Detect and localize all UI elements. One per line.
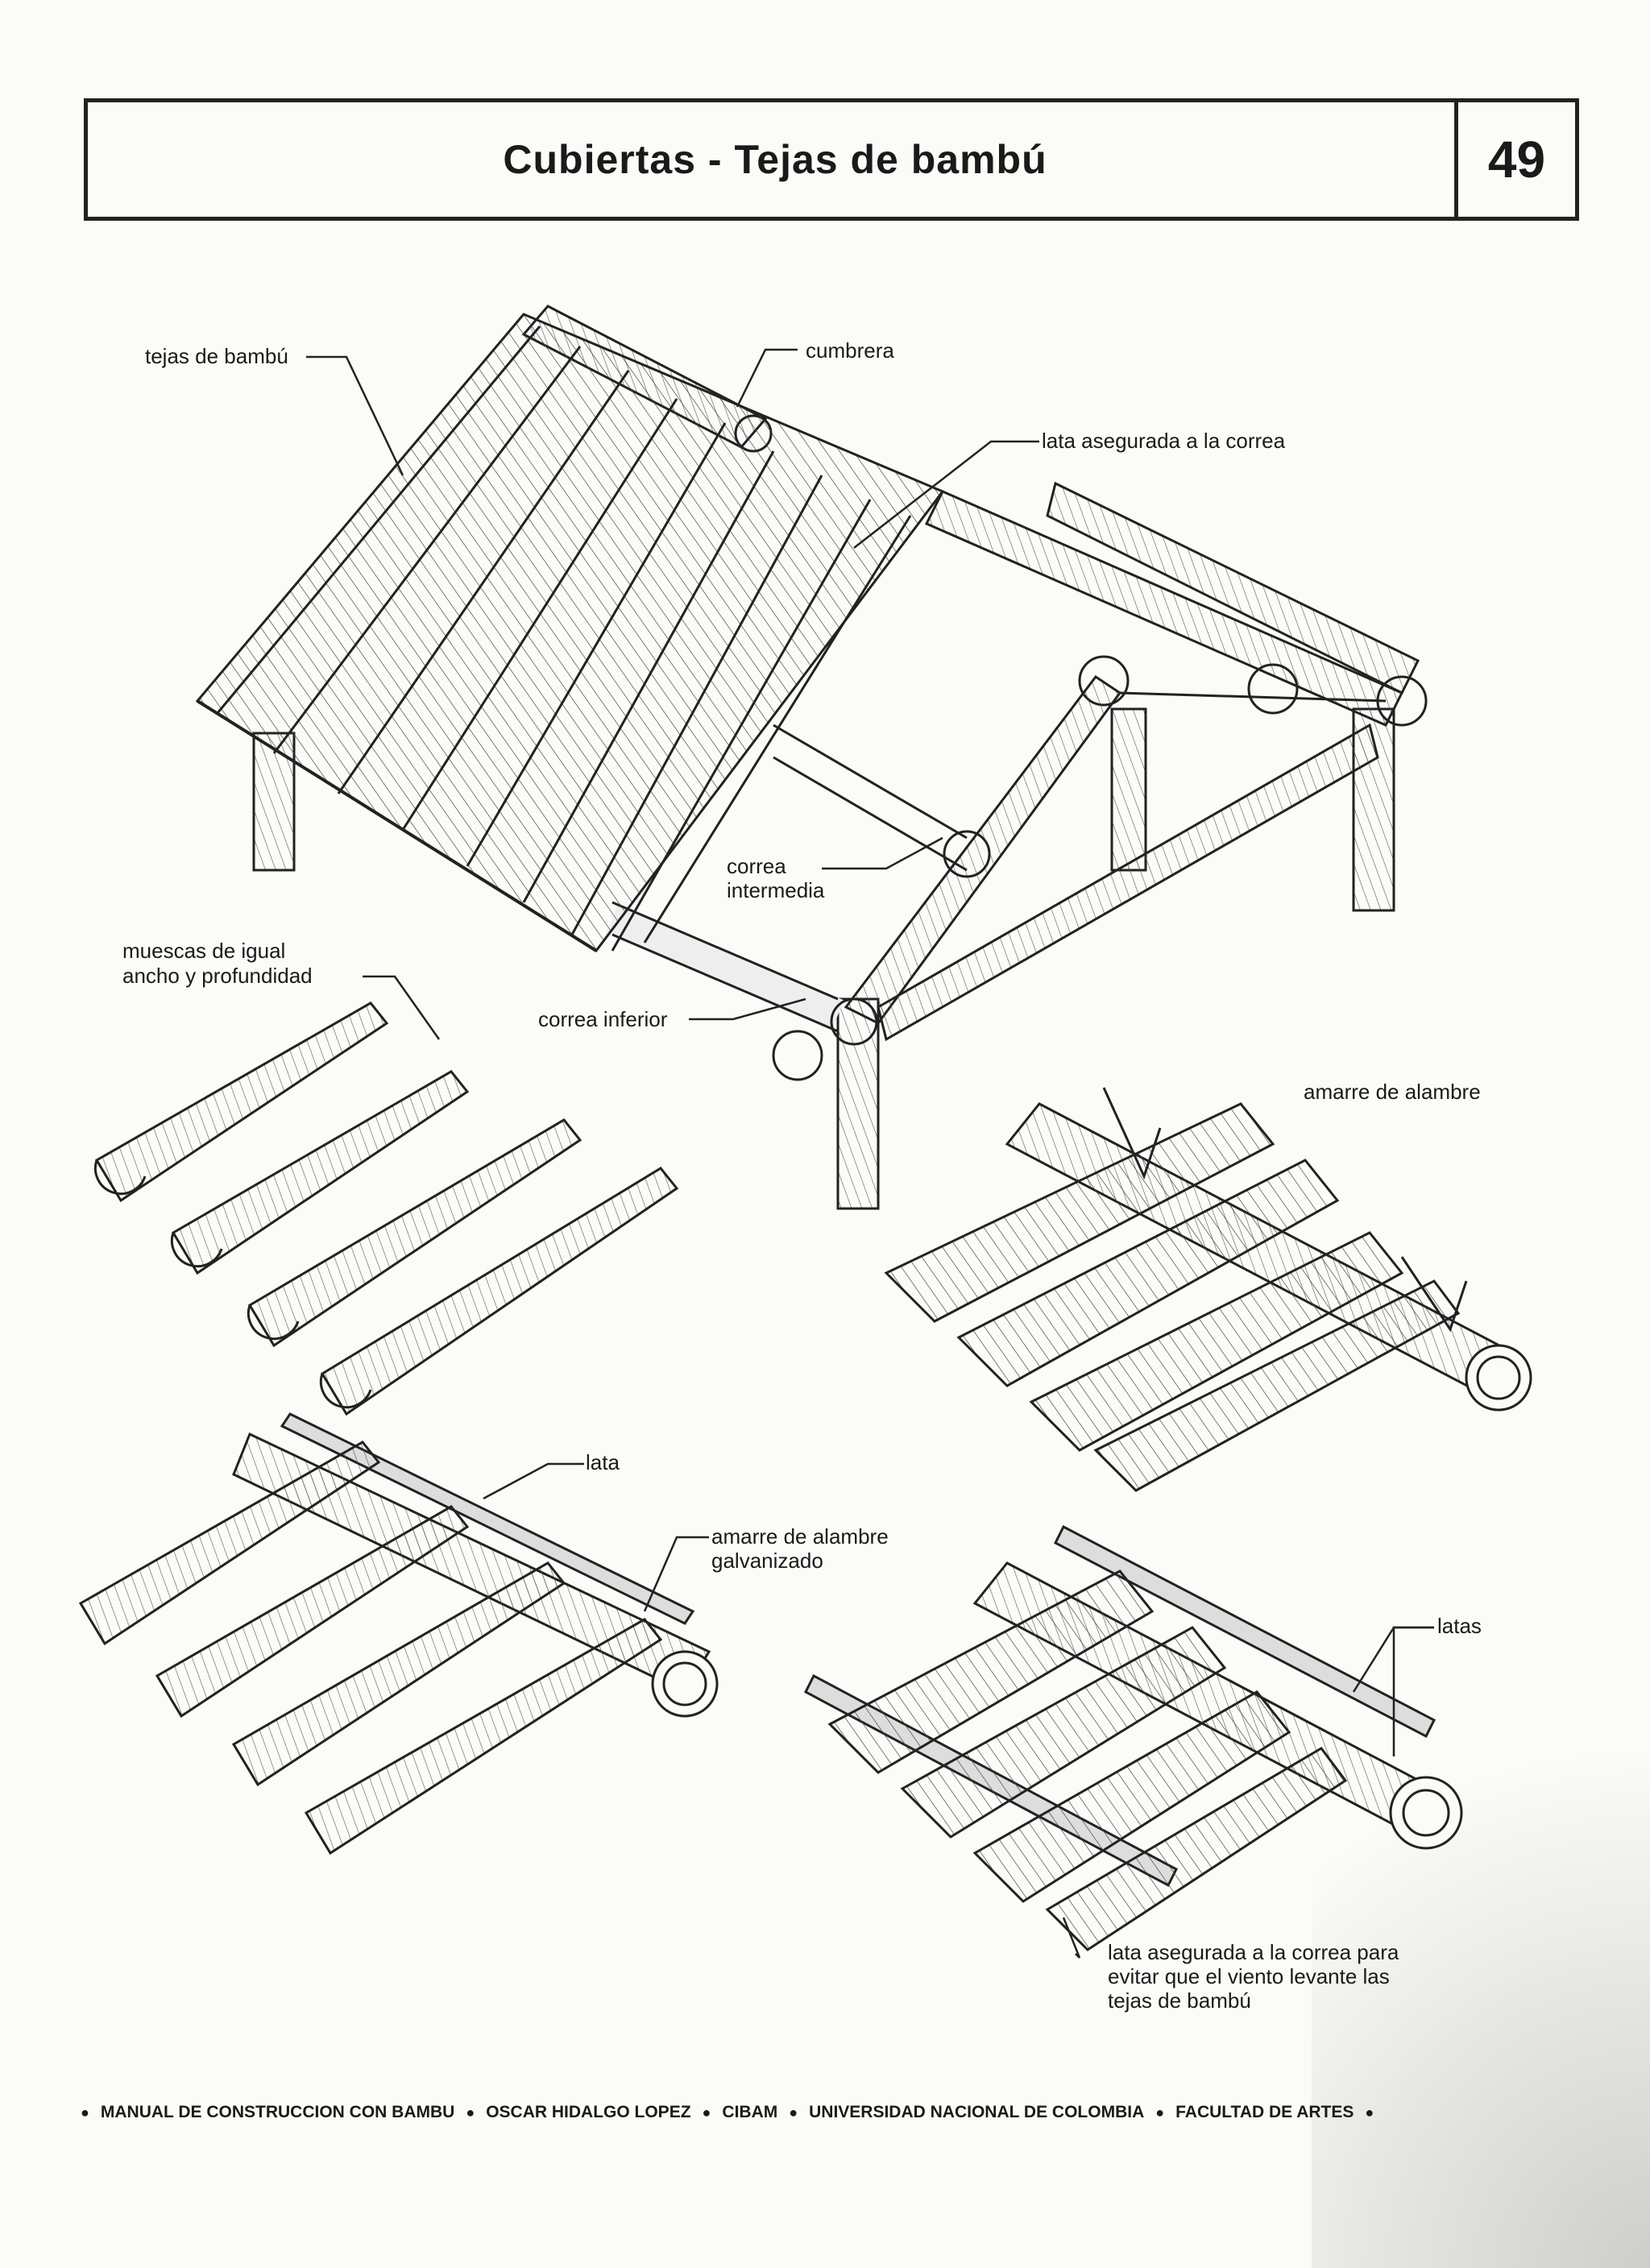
label-correa-intermedia-line1: correa	[727, 854, 786, 878]
label-muescas-line1: muescas de igual	[122, 939, 286, 963]
laths-drawing	[804, 1524, 1463, 1951]
page-footer: ● MANUAL DE CONSTRUCCION CON BAMBU ● OSC…	[81, 2103, 1579, 2122]
bullet-icon: ●	[1365, 2104, 1374, 2121]
page-title: Cubiertas - Tejas de bambú	[503, 137, 1047, 182]
page-number: 49	[1454, 102, 1575, 217]
footer-item: UNIVERSIDAD NACIONAL DE COLOMBIA	[809, 2103, 1145, 2121]
label-amarre-galvanizado-line1: amarre de alambre	[711, 1524, 889, 1549]
bullet-icon: ●	[466, 2104, 475, 2121]
label-amarre-de-alambre: amarre de alambre	[1304, 1080, 1481, 1104]
label-cumbrera: cumbrera	[806, 338, 894, 363]
label-muescas-line2: ancho y profundidad	[122, 964, 313, 988]
page-header: Cubiertas - Tejas de bambú 49	[84, 98, 1579, 221]
wire-tie-drawing	[884, 1087, 1532, 1492]
footer-item: MANUAL DE CONSTRUCCION CON BAMBU	[100, 2103, 455, 2121]
bullet-icon: ●	[702, 2104, 711, 2121]
bullet-icon: ●	[789, 2104, 798, 2121]
notched-tiles-drawing	[93, 1001, 679, 1416]
label-amarre-galvanizado-line2: galvanizado	[711, 1549, 823, 1573]
label-lata: lata	[586, 1450, 620, 1474]
label-nota-line1: lata asegurada a la correa para	[1108, 1940, 1399, 1964]
leader-lines-laths	[1062, 1626, 1434, 1959]
label-correa-intermedia-line2: intermedia	[727, 878, 825, 902]
label-nota-line3: tejas de bambú	[1108, 1988, 1251, 2013]
label-correa-inferior: correa inferior	[538, 1007, 668, 1031]
bullet-icon: ●	[81, 2104, 89, 2121]
bullet-icon: ●	[1155, 2104, 1165, 2121]
footer-item: CIBAM	[722, 2103, 778, 2121]
footer-item: FACULTAD DE ARTES	[1175, 2103, 1354, 2121]
label-tejas-de-bambu: tejas de bambú	[145, 344, 288, 368]
label-lata-asegurada: lata asegurada a la correa	[1042, 429, 1286, 453]
leader-lines-main	[306, 348, 1039, 1040]
roof-structure-drawing	[195, 305, 1428, 1210]
footer-item: OSCAR HIDALGO LOPEZ	[486, 2103, 691, 2121]
label-nota-line2: evitar que el viento levante las	[1108, 1964, 1390, 1988]
lath-drawing	[78, 1412, 719, 1855]
label-latas: latas	[1437, 1614, 1482, 1638]
scan-shading	[1312, 1607, 1650, 2268]
leader-lines-lath	[483, 1462, 709, 1612]
